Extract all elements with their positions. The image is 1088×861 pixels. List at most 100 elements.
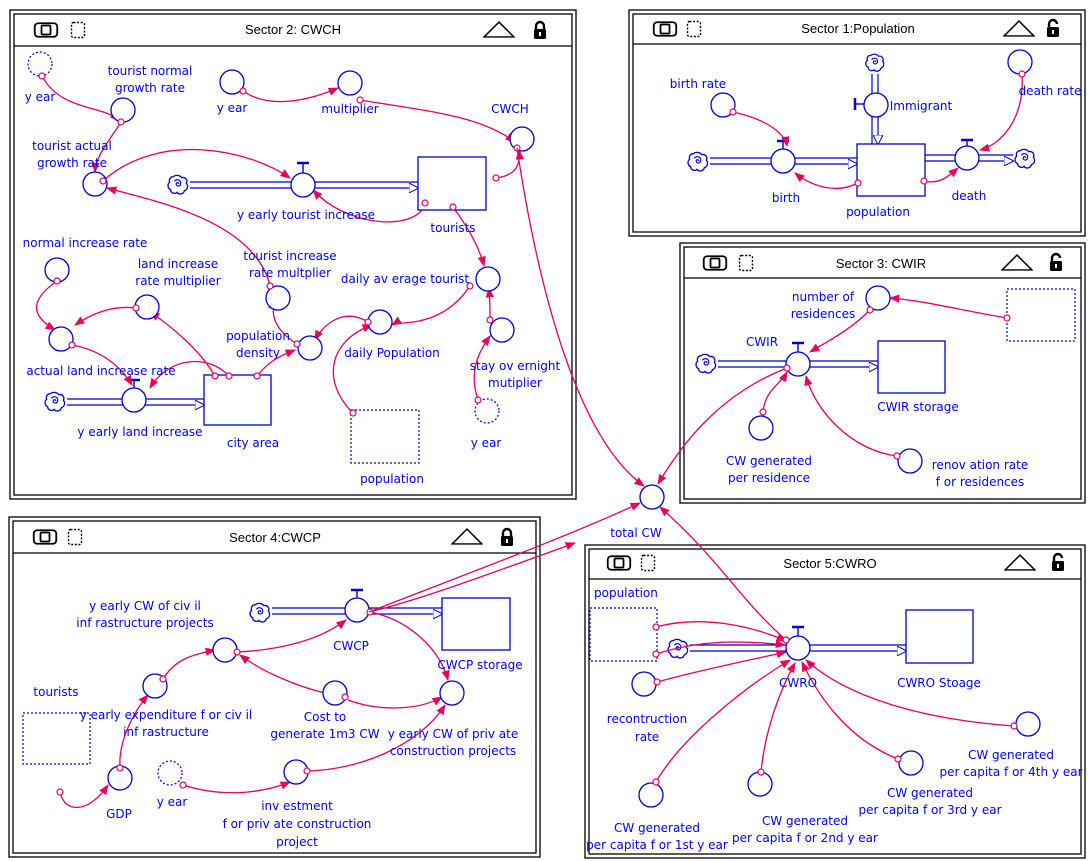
node-cwir[interactable] bbox=[785, 351, 811, 377]
node-cw-3rd-year[interactable] bbox=[898, 750, 924, 776]
label: per residence bbox=[728, 471, 810, 485]
node-yearly-cw-civil[interactable] bbox=[212, 637, 238, 663]
label: CWIR storage bbox=[877, 400, 959, 414]
node-birth[interactable] bbox=[770, 148, 796, 174]
label: birth rate bbox=[670, 77, 726, 91]
node-cost-to-generate[interactable] bbox=[322, 680, 348, 706]
node-year[interactable] bbox=[219, 69, 245, 95]
label: y ear bbox=[217, 101, 248, 115]
label: CWCP bbox=[333, 639, 369, 653]
cloud-source-icon bbox=[865, 53, 885, 72]
dashed-square-icon[interactable] bbox=[738, 254, 754, 272]
node-yearly-land-increase[interactable] bbox=[121, 387, 147, 413]
node-cw-1st-year[interactable] bbox=[638, 782, 664, 808]
s2-nodes bbox=[27, 51, 535, 464]
label: actual land increase rate bbox=[26, 364, 175, 378]
s1-links bbox=[732, 73, 1023, 190]
dashed-square-icon[interactable] bbox=[640, 554, 656, 572]
label: generate 1m3 CW bbox=[270, 727, 379, 741]
label: tourists bbox=[33, 685, 78, 699]
display-icon[interactable] bbox=[33, 22, 59, 38]
node-immigrant[interactable] bbox=[863, 92, 889, 118]
node-actual-land-increase-rate[interactable] bbox=[48, 326, 74, 352]
stock-population[interactable] bbox=[856, 143, 926, 197]
node-year-ghost[interactable] bbox=[27, 51, 53, 77]
display-icon[interactable] bbox=[702, 255, 728, 271]
node-total-cw[interactable] bbox=[639, 484, 665, 510]
node-year-ghost[interactable] bbox=[474, 398, 500, 424]
label: CWRO Stoage bbox=[897, 676, 981, 690]
sector-1-title: Sector 1:Population bbox=[801, 21, 914, 36]
label: city area bbox=[227, 436, 279, 450]
label: death rate bbox=[1019, 84, 1082, 98]
node-yearly-cw-private[interactable] bbox=[439, 680, 465, 706]
label: f or priv ate construction bbox=[223, 817, 372, 831]
stock-tourists[interactable] bbox=[417, 156, 487, 211]
node-reconstruction-rate[interactable] bbox=[631, 671, 657, 697]
label: density bbox=[236, 346, 280, 360]
stock-population-ghost[interactable] bbox=[350, 409, 420, 464]
s3-nodes bbox=[748, 285, 1076, 474]
display-icon[interactable] bbox=[32, 529, 58, 545]
stock-cwir-storage[interactable] bbox=[877, 340, 946, 394]
node-renovation-rate[interactable] bbox=[897, 448, 923, 474]
node-daily-average-tourist[interactable] bbox=[475, 266, 501, 292]
label: population bbox=[226, 329, 290, 343]
label: CWCP storage bbox=[437, 658, 522, 672]
stock-ghost[interactable] bbox=[1006, 288, 1076, 342]
node-number-of-residences[interactable] bbox=[865, 285, 891, 311]
dashed-square-icon[interactable] bbox=[686, 20, 702, 38]
label: growth rate bbox=[37, 156, 107, 170]
display-icon[interactable] bbox=[606, 555, 632, 571]
label: daily av erage tourist bbox=[341, 272, 469, 286]
node-cwro[interactable] bbox=[785, 635, 811, 661]
node-stay-overnight-multiplier[interactable] bbox=[489, 317, 515, 343]
stock-population-ghost[interactable] bbox=[589, 607, 658, 662]
label: project bbox=[276, 835, 318, 849]
node-tourist-normal-growth-rate[interactable] bbox=[110, 97, 136, 123]
label: mutiplier bbox=[488, 376, 542, 390]
display-icon[interactable] bbox=[652, 21, 678, 37]
node-yearly-tourist-increase[interactable] bbox=[290, 172, 316, 198]
node-cw-generated-per-residence[interactable] bbox=[748, 415, 774, 441]
label: inv estment bbox=[261, 799, 333, 813]
cloud-source-icon bbox=[167, 174, 189, 195]
dashed-square-icon[interactable] bbox=[67, 528, 83, 546]
node-death[interactable] bbox=[954, 145, 980, 171]
s5-nodes bbox=[589, 607, 1041, 808]
dashed-square-icon[interactable] bbox=[70, 21, 86, 39]
node-tourist-increase-rate-multiplier[interactable] bbox=[265, 285, 291, 311]
label: total CW bbox=[610, 526, 662, 540]
s3-links bbox=[657, 294, 1008, 485]
sector-4-title: Sector 4:CWCP bbox=[229, 530, 321, 545]
label: per capita f or 2nd y ear bbox=[732, 831, 878, 845]
s4-links bbox=[59, 542, 576, 808]
stock-cwro-storage[interactable] bbox=[905, 609, 974, 664]
stock-tourists-ghost[interactable] bbox=[22, 712, 91, 765]
stock-city-area[interactable] bbox=[203, 374, 272, 426]
node-birth-rate[interactable] bbox=[710, 92, 736, 118]
node-daily-population[interactable] bbox=[367, 309, 393, 335]
label: tourist normal bbox=[108, 64, 193, 78]
stock-cwcp-storage[interactable] bbox=[441, 597, 511, 651]
label: y early CW of civ il bbox=[89, 599, 201, 613]
label: CW generated bbox=[762, 814, 848, 828]
node-death-rate[interactable] bbox=[1007, 49, 1033, 75]
label: CW generated bbox=[726, 454, 812, 468]
label: birth bbox=[772, 191, 800, 205]
node-cw-2nd-year[interactable] bbox=[747, 771, 773, 797]
total-cw: total CW bbox=[368, 147, 665, 613]
node-cw-4th-year[interactable] bbox=[1015, 711, 1041, 737]
label: death bbox=[952, 189, 987, 203]
node-year-ghost[interactable] bbox=[157, 760, 183, 786]
s5-links bbox=[655, 506, 1015, 783]
node-population-density[interactable] bbox=[297, 335, 323, 361]
node-multiplier[interactable] bbox=[337, 70, 363, 96]
s4-nodes bbox=[22, 597, 511, 796]
label: y early tourist increase bbox=[237, 208, 375, 222]
sector-2-title: Sector 2: CWCH bbox=[245, 22, 341, 37]
label: y ear bbox=[25, 90, 56, 104]
cloud-source-icon bbox=[249, 602, 271, 623]
node-cwcp[interactable] bbox=[344, 597, 370, 623]
node-tourist-actual-growth-rate[interactable] bbox=[82, 171, 108, 197]
